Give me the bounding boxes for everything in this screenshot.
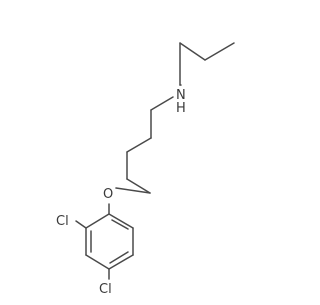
ring-bond-1 bbox=[108, 213, 134, 229]
molecule-drawing: N H O Cl bbox=[56, 42, 235, 297]
bond-c9-o bbox=[115, 187, 151, 194]
ring-bond-3 bbox=[108, 254, 134, 270]
nitrogen-atom-label: N bbox=[176, 88, 186, 103]
nitrogen-hydrogen-label: H bbox=[176, 101, 186, 116]
bond-c6-c7 bbox=[126, 137, 152, 153]
chlorine-ortho-label: Cl bbox=[56, 214, 69, 229]
bond-c8-c9 bbox=[126, 178, 151, 194]
ring-double-bond-b bbox=[109, 251, 129, 264]
ring-bond-6 bbox=[85, 213, 110, 229]
hexyl-chain bbox=[115, 96, 174, 194]
oxygen-atom-label: O bbox=[103, 187, 113, 202]
bond-n-c5 bbox=[150, 96, 174, 111]
bond-c1-c2 bbox=[204, 42, 235, 61]
ring-bond-4 bbox=[85, 254, 110, 270]
bond-c2-c3 bbox=[179, 42, 206, 61]
chlorine-para-label: Cl bbox=[99, 282, 112, 297]
bond-ring-cl-ortho bbox=[75, 220, 87, 229]
ring-double-bond-a bbox=[111, 219, 129, 230]
dichlorophenyl-ring bbox=[85, 213, 134, 270]
structure-canvas: N H O Cl bbox=[56, 42, 235, 297]
butyl-chain bbox=[179, 42, 235, 86]
